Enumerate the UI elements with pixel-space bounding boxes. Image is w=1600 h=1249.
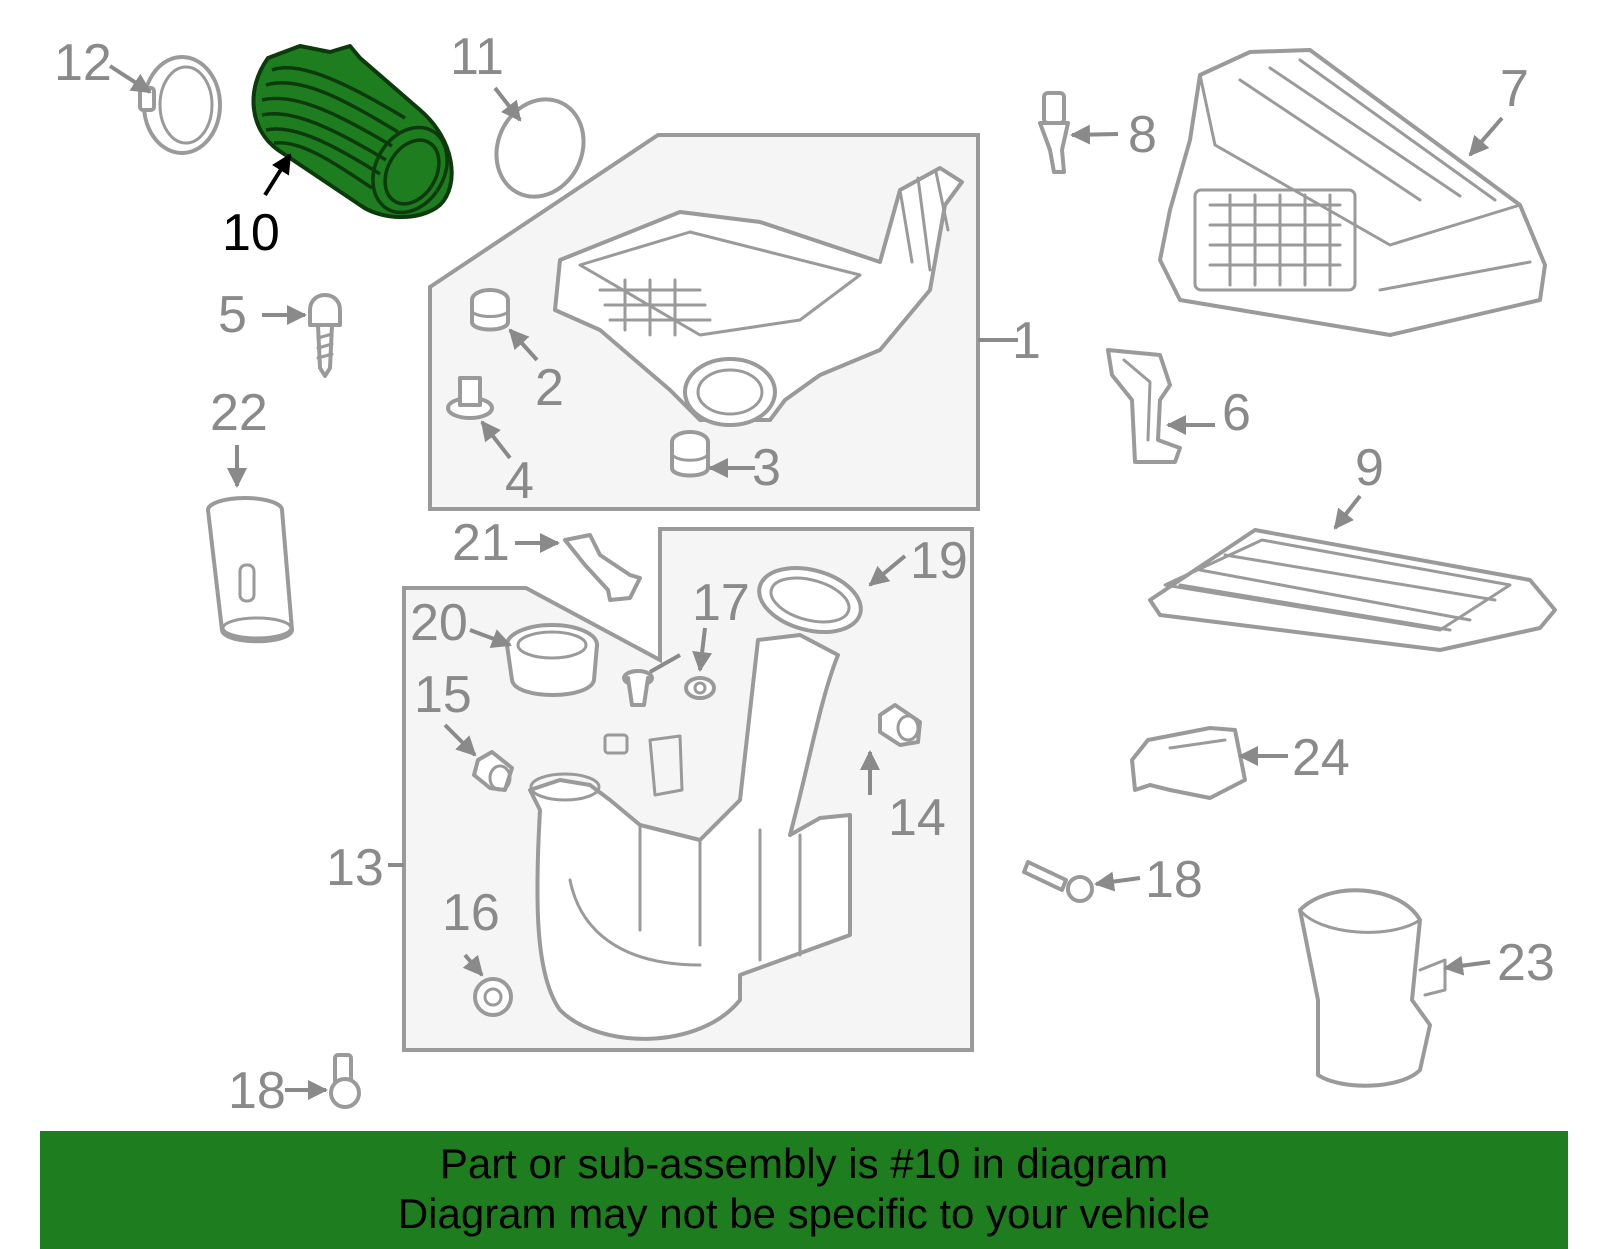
part-8-bolt [1038, 91, 1070, 174]
callout-9: 9 [1355, 439, 1384, 497]
part-24-bracket [1130, 726, 1247, 800]
part-2-grommet [470, 288, 510, 332]
part-16-clip [473, 977, 513, 1017]
callout-18-bottom: 18 [228, 1062, 286, 1120]
part-7-air-cleaner-cover [1158, 48, 1547, 337]
part-13-resonator-duct [528, 633, 852, 1041]
callout-6: 6 [1222, 384, 1251, 442]
callout-7: 7 [1500, 60, 1529, 118]
part-18-bolt-right [1022, 860, 1094, 903]
banner-line-disclaimer: Diagram may not be specific to your vehi… [397, 1190, 1211, 1237]
callout-11: 11 [450, 28, 504, 86]
callout-1: 1 [1012, 312, 1041, 370]
callout-10: 10 [222, 204, 280, 262]
callout-8: 8 [1128, 106, 1157, 164]
callout-24: 24 [1292, 729, 1350, 787]
callout-20: 20 [410, 594, 468, 652]
info-banner: Part or sub-assembly is #10 in diagram D… [40, 1131, 1568, 1249]
callout-19: 19 [910, 532, 968, 590]
callout-21: 21 [452, 514, 510, 572]
part-23-duct [1298, 888, 1447, 1088]
part-22-duct [206, 496, 294, 644]
part-17-clip [684, 676, 716, 700]
callout-23: 23 [1497, 934, 1555, 992]
banner-line-part: Part or sub-assembly is #10 in diagram [439, 1140, 1169, 1187]
part-1-air-cleaner-housing [553, 166, 964, 427]
part-5-screw [308, 293, 342, 378]
callout-4: 4 [505, 452, 534, 510]
callout-17: 17 [692, 574, 750, 632]
part-12-clamp [138, 55, 222, 155]
part-21-bracket [563, 533, 642, 602]
callout-14: 14 [888, 789, 946, 847]
callout-13: 13 [326, 839, 384, 897]
part-10-intake-hose [251, 44, 454, 219]
part-9-air-filter [1148, 528, 1557, 652]
callout-12: 12 [54, 34, 112, 92]
callout-15: 15 [414, 666, 472, 724]
part-3-grommet [670, 430, 710, 478]
leader-lines [108, 64, 1504, 1100]
part-4-clip [446, 376, 494, 420]
callout-22: 22 [210, 384, 268, 442]
callout-3: 3 [752, 439, 781, 497]
callout-5: 5 [218, 286, 247, 344]
part-17-pin [622, 669, 654, 707]
part-11-gasket [494, 97, 586, 199]
part-18-bolt-bottom [329, 1053, 361, 1109]
part-14-grommet [878, 703, 922, 747]
callout-16: 16 [442, 884, 500, 942]
part-20-seal [505, 623, 599, 697]
callout-18-right: 18 [1145, 851, 1203, 909]
callout-labels: 12 10 11 8 7 5 2 1 6 22 4 3 9 21 19 17 2… [54, 28, 1555, 1120]
callout-2: 2 [535, 359, 564, 417]
part-19-clamp [757, 566, 863, 634]
part-6-bracket [1106, 348, 1182, 464]
part-15-grommet [472, 750, 514, 792]
